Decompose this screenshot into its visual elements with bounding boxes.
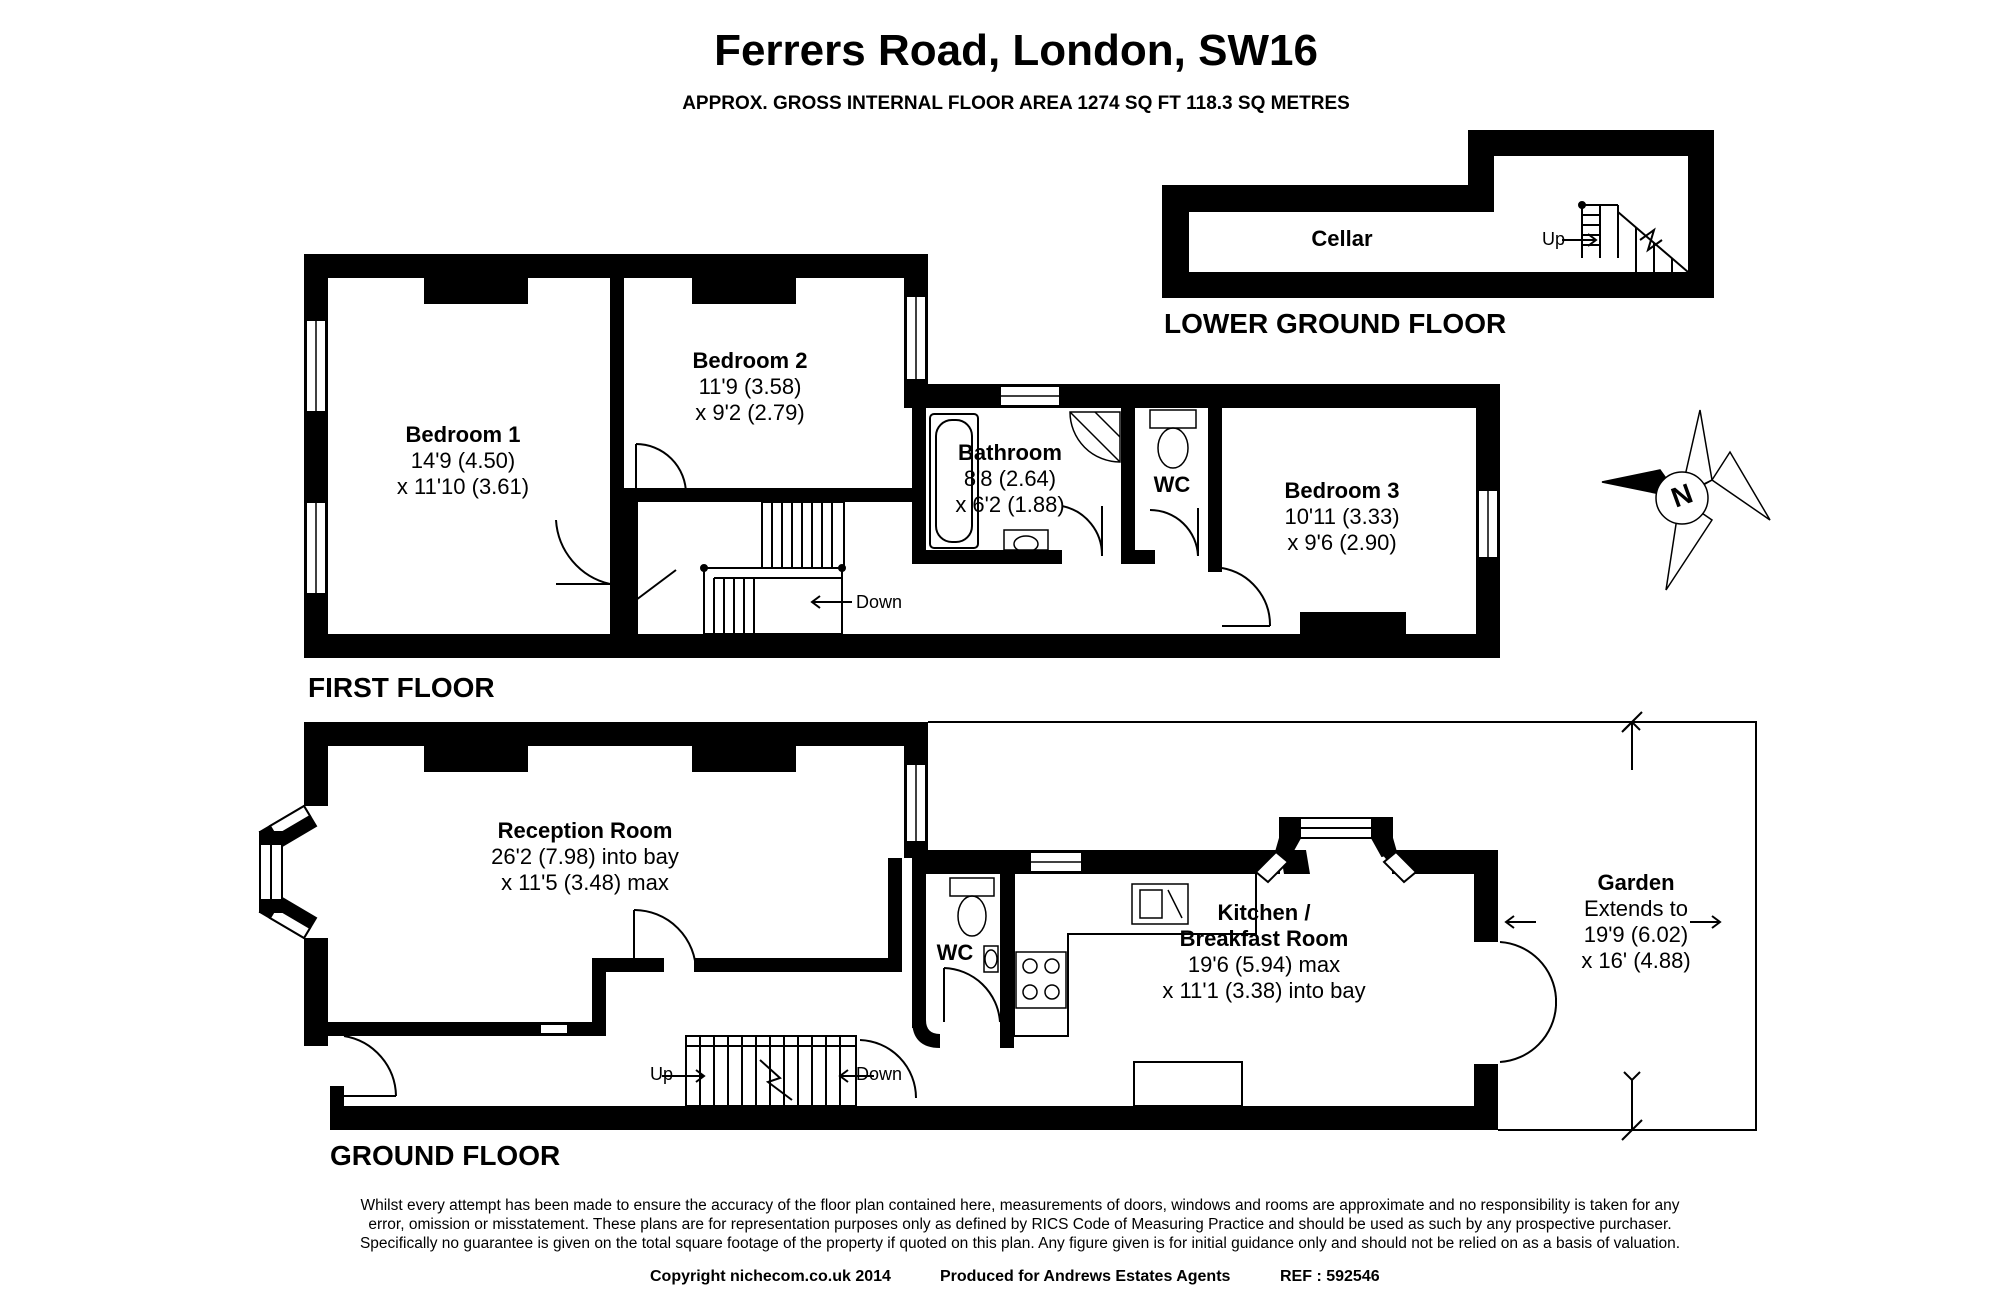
- room-bathroom: Bathroom 8'8 (2.64) x 6'2 (1.88): [955, 440, 1064, 518]
- bedroom-2-dim1: 11'9 (3.58): [698, 374, 802, 399]
- ground-floor-stairs-icon: [662, 1035, 874, 1107]
- wc-first-floor-label: WC: [1153, 472, 1191, 497]
- bathroom-dim1: 8'8 (2.64): [963, 466, 1057, 491]
- kitchen-dim1: 19'6 (5.94) max: [1187, 952, 1341, 977]
- first-floor-window-lines: [315, 296, 1489, 594]
- cellar-walls: [1162, 130, 1714, 298]
- kitchen-sink-icon: [1131, 883, 1189, 925]
- bedroom-3-dim1: 10'11 (3.33): [1284, 504, 1400, 529]
- garden-dim2: x 16' (4.88): [1581, 948, 1691, 973]
- first-floor-label: FIRST FLOOR: [308, 672, 495, 703]
- bathroom-dim2: x 6'2 (1.88): [955, 492, 1065, 517]
- bedroom-2-dim2: x 9'2 (2.79): [695, 400, 805, 425]
- room-kitchen: Kitchen / Breakfast Room 19'6 (5.94) max…: [1162, 900, 1365, 1004]
- ground-floor-walls: [304, 722, 1498, 1130]
- garden-boundary: [928, 711, 1757, 1141]
- kitchen-worktop: [1013, 874, 1257, 1037]
- lower-ground-floor-label: LOWER GROUND FLOOR: [1164, 308, 1507, 339]
- first-floor-stairs-down-label: Down: [856, 592, 903, 612]
- garden-dim0: Extends to: [1584, 896, 1688, 921]
- cellar-stairs-icon: [1562, 201, 1689, 273]
- ground-toilet-icon: [949, 877, 999, 973]
- room-bedroom-1: Bedroom 1 14'9 (4.50) x 11'10 (3.61): [397, 422, 529, 500]
- kitchen-dim2: x 11'1 (3.38) into bay: [1162, 978, 1366, 1003]
- bedroom-3-name: Bedroom 3: [1284, 478, 1400, 503]
- compass-icon: [1601, 409, 1771, 591]
- kitchen-bay-window: [1254, 817, 1418, 884]
- bedroom-2-name: Bedroom 2: [692, 348, 808, 373]
- bedroom-3-dim2: x 9'6 (2.90): [1287, 530, 1397, 555]
- ground-floor-label: GROUND FLOOR: [330, 1140, 561, 1171]
- first-floor-stairs-icon: [700, 501, 852, 635]
- room-reception: Reception Room 26'2 (7.98) into bay x 11…: [491, 818, 679, 896]
- page-title: Ferrers Road, London, SW16: [714, 26, 1318, 75]
- ground-stairs-up-label: Up: [650, 1064, 674, 1084]
- bedroom-1-dim1: 14'9 (4.50): [410, 448, 516, 473]
- floor-area-subtitle: APPROX. GROSS INTERNAL FLOOR AREA 1274 S…: [682, 93, 1350, 114]
- bedroom-1-name: Bedroom 1: [405, 422, 521, 447]
- kitchen-name-line1: Kitchen /: [1217, 900, 1311, 925]
- ground-floor-window-lines: [915, 764, 1082, 863]
- ground-stairs-down-label: Down: [856, 1064, 903, 1084]
- garden-dim1: 19'9 (6.02): [1583, 922, 1689, 947]
- footer-produced-for: Produced for Andrews Estates Agents: [940, 1268, 1231, 1285]
- reception-dim1: 26'2 (7.98) into bay: [491, 844, 679, 869]
- reception-name: Reception Room: [497, 818, 673, 843]
- bath-icon: [929, 413, 979, 549]
- disclaimer-line-3: Specifically no guarantee is given on th…: [359, 1235, 1681, 1252]
- disclaimer: Whilst every attempt has been made to en…: [360, 1196, 1680, 1253]
- reception-bay-window: [258, 804, 318, 940]
- cellar-label: Cellar: [1311, 226, 1373, 251]
- kitchen-name-line2: Breakfast Room: [1179, 926, 1349, 951]
- toilet-icon: [1149, 409, 1197, 469]
- footer-copyright: Copyright nichecom.co.uk 2014: [650, 1268, 891, 1285]
- disclaimer-line-2: error, omission or misstatement. These p…: [368, 1216, 1672, 1233]
- hob-icon: [1015, 951, 1067, 1009]
- room-bedroom-3: Bedroom 3 10'11 (3.33) x 9'6 (2.90): [1284, 478, 1399, 556]
- bathroom-sink-icon: [1003, 529, 1049, 553]
- garden-name: Garden: [1597, 870, 1675, 895]
- bedroom-1-dim2: x 11'10 (3.61): [396, 474, 530, 499]
- disclaimer-line-1: Whilst every attempt has been made to en…: [360, 1197, 1680, 1214]
- first-floor-doors: [555, 443, 1272, 627]
- ground-floor-doors: [343, 909, 1557, 1099]
- cellar-stairs-up-label: Up: [1542, 229, 1566, 249]
- shower-icon: [1069, 411, 1121, 463]
- room-bedroom-2: Bedroom 2 11'9 (3.58) x 9'2 (2.79): [693, 348, 808, 426]
- bathroom-name: Bathroom: [958, 440, 1062, 465]
- kitchen-unit: [1133, 1061, 1243, 1107]
- footer-reference: REF : 592546: [1280, 1268, 1380, 1285]
- room-garden: Garden Extends to 19'9 (6.02) x 16' (4.8…: [1581, 870, 1690, 974]
- reception-dim2: x 11'5 (3.48) max: [501, 870, 669, 895]
- wc-ground-floor-label: WC: [936, 940, 974, 965]
